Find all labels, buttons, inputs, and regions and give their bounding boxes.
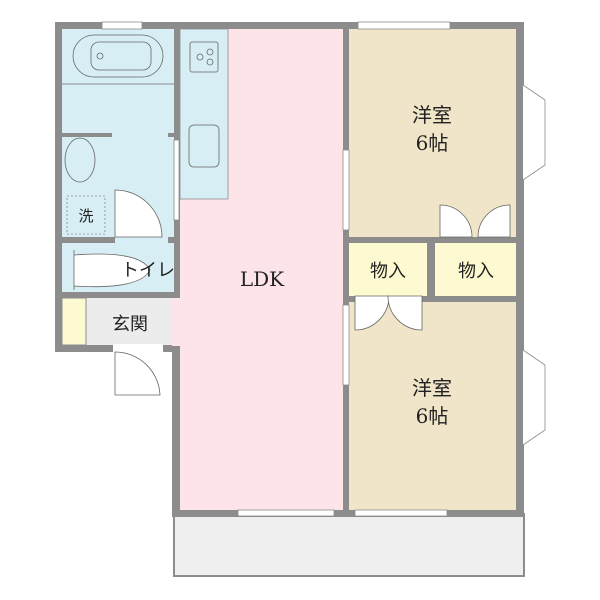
washbasin-icon bbox=[64, 137, 96, 183]
shoe-cabinet bbox=[61, 297, 87, 346]
windows bbox=[101, 21, 546, 517]
western-room-bottom bbox=[349, 302, 516, 510]
washer-label: 洗 bbox=[78, 207, 93, 225]
doors bbox=[114, 189, 511, 396]
ldk-label: LDK bbox=[240, 267, 285, 291]
stove-icon bbox=[189, 41, 219, 73]
closet-left-label: 物入 bbox=[370, 261, 406, 282]
entrance-label: 玄関 bbox=[112, 314, 148, 335]
washer-space bbox=[66, 195, 106, 235]
western-top-label: 洋室 bbox=[412, 103, 452, 127]
closet-right bbox=[435, 243, 516, 296]
western-room-top bbox=[349, 29, 516, 237]
toilet-label: トイレ bbox=[121, 260, 175, 281]
bathroom bbox=[62, 29, 174, 133]
kitchen-counter bbox=[179, 28, 229, 200]
bathtub-icon bbox=[72, 34, 164, 78]
sink-icon bbox=[188, 124, 220, 168]
western-top-size: 6帖 bbox=[416, 131, 449, 155]
western-bottom-size: 6帖 bbox=[416, 404, 449, 428]
western-bottom-label: 洋室 bbox=[412, 376, 452, 400]
toilet-icon bbox=[73, 250, 151, 290]
balcony bbox=[173, 513, 525, 577]
closet-left bbox=[349, 243, 427, 296]
closet-right-label: 物入 bbox=[458, 261, 494, 282]
